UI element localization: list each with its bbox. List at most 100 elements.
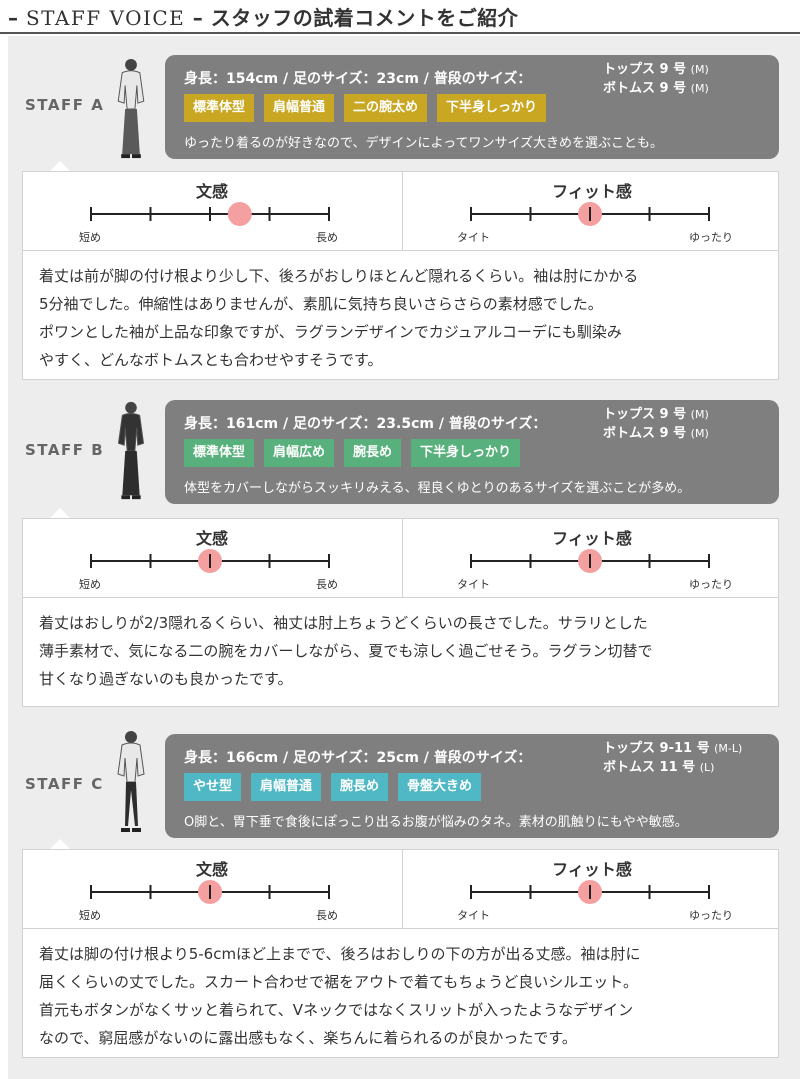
fit-rating-title: フィット感 — [552, 529, 632, 548]
tops-size-row: トップス 9-11 号 (M-L) — [603, 739, 742, 758]
bottoms-size-row: ボトムス 9 号 (M) — [603, 424, 709, 443]
fit-min-label: タイト — [457, 909, 490, 922]
fit-rating-title: フィット感 — [552, 182, 632, 201]
body-type-tags: やせ型肩幅普通腕長め骨盤大きめ — [184, 773, 482, 801]
fit-rating: フィット感タイト ゆったり — [403, 172, 781, 250]
fit-rating: フィット感タイトゆったり — [403, 850, 781, 928]
size-preference-note: ゆったり着るのが好きなので、デザインによってワンサイズ大きめを選ぶことも。 — [184, 136, 664, 151]
bottoms-size-row: ボトムス 11 号 (L) — [603, 758, 742, 777]
body-stats: 身長：166cm / 足のサイズ：25cm / 普段のサイズ： — [184, 750, 532, 766]
fit-scale — [470, 549, 710, 573]
length-scale — [90, 549, 330, 573]
staff-profile-panel: 身長：154cm / 足のサイズ：23cm / 普段のサイズ： トップス 9 号 … — [165, 55, 779, 159]
length-max-label: 長め — [316, 909, 338, 922]
bottoms-label: ボトムス — [603, 426, 656, 441]
staff-profile-panel: 身長：166cm / 足のサイズ：25cm / 普段のサイズ： トップス 9-11… — [165, 734, 779, 838]
body-type-tag: 腕長め — [344, 439, 402, 467]
silhouette-part — [117, 70, 145, 110]
tops-label: トップス — [603, 741, 656, 756]
silhouette-part — [131, 495, 141, 500]
staff-photo — [108, 56, 154, 166]
body-type-tag: 下半身しっかり — [437, 94, 547, 122]
silhouette-part — [121, 495, 131, 500]
silhouette-part — [117, 742, 145, 783]
staff-photo-silhouette — [117, 731, 145, 832]
title-en: STAFF VOICE — [25, 6, 186, 30]
body-stats: 身長：154cm / 足のサイズ：23cm / 普段のサイズ： — [184, 71, 532, 87]
staff-comment-text: 着丈は脚の付け根より5-6cmほど上までで、後ろはおしりの下の方が出る丈感。袖は… — [39, 945, 641, 1047]
body-type-tags: 標準体型肩幅広め腕長め下半身しっかり — [184, 439, 521, 467]
bottoms-size-note: (L) — [699, 761, 715, 774]
rating-divider — [402, 172, 403, 250]
length-max-label: 長め — [316, 231, 338, 244]
bottoms-size-row: ボトムス 9 号 (M) — [603, 79, 709, 98]
body-type-tag: 腕長め — [331, 773, 389, 801]
bottoms-size-note: (M) — [690, 427, 709, 440]
staff-comment-text: 着丈は前が脚の付け根より少し下、後ろがおしりほとんど隠れるくらい。袖は肘にかかる… — [39, 267, 639, 369]
length-min-label: 短め — [79, 231, 101, 244]
fit-min-label: タイト — [457, 231, 490, 244]
bottoms-label: ボトムス — [603, 760, 656, 775]
silhouette-part — [122, 451, 140, 496]
bottoms-size: 9 号 — [659, 81, 687, 96]
silhouette-part — [121, 828, 130, 832]
silhouette-part — [125, 782, 138, 826]
staff-comment-card: 着丈は脚の付け根より5-6cmほど上までで、後ろはおしりの下の方が出る丈感。袖は… — [22, 928, 779, 1058]
silhouette-part — [125, 401, 137, 414]
silhouette-part — [121, 154, 131, 159]
silhouette-part — [117, 412, 145, 452]
staff-label: STAFF B — [25, 441, 105, 459]
usual-sizes: トップス 9 号 (M)ボトムス 9 号 (M) — [603, 405, 709, 443]
body-type-tags: 標準体型肩幅普通二の腕太め下半身しっかり — [184, 94, 547, 122]
fit-max-label: ゆったり — [689, 231, 733, 244]
tops-size: 9 号 — [659, 62, 687, 77]
fit-min-label: タイト — [457, 578, 490, 591]
tops-size-note: (M) — [690, 408, 709, 421]
length-rating: 文感短め長め — [23, 850, 401, 928]
fit-max-label: ゆったり — [689, 909, 733, 922]
tops-size-row: トップス 9 号 (M) — [603, 60, 709, 79]
staff-photo — [108, 728, 154, 840]
tops-size: 9-11 号 — [659, 741, 710, 756]
silhouette-part — [125, 58, 137, 71]
body-type-tag: 二の腕太め — [344, 94, 428, 122]
silhouette-part — [122, 109, 140, 155]
rating-divider — [402, 850, 403, 928]
tops-size-row: トップス 9 号 (M) — [603, 405, 709, 424]
tops-size: 9 号 — [659, 407, 687, 422]
staff-comment-card: 着丈はおしりが2/3隠れるくらい、袖丈は肘上ちょうどくらいの長さでした。サラリと… — [22, 597, 779, 707]
silhouette-part — [131, 154, 141, 159]
bottoms-label: ボトムス — [603, 81, 656, 96]
body-type-tag: 標準体型 — [184, 439, 255, 467]
tops-size-note: (M-L) — [714, 742, 743, 755]
tops-label: トップス — [603, 407, 656, 422]
pointer-triangle — [50, 839, 70, 849]
length-scale — [90, 202, 330, 226]
length-rating-title: 文感 — [195, 529, 228, 548]
rating-divider — [402, 519, 403, 597]
size-preference-note: 体型をカバーしながらスッキリみえる、程良くゆとりのあるサイズを選ぶことが多め。 — [184, 481, 691, 496]
bottoms-size: 11 号 — [659, 760, 696, 775]
fit-rating: フィット感タイトゆったり — [403, 519, 781, 597]
length-min-label: 短め — [79, 578, 101, 591]
body-type-tag: 下半身しっかり — [411, 439, 521, 467]
bottoms-size: 9 号 — [659, 426, 687, 441]
body-type-tag: 肩幅広め — [264, 439, 335, 467]
tops-label: トップス — [603, 62, 656, 77]
length-rating-title: 文感 — [195, 182, 228, 201]
staff-photo-silhouette — [117, 58, 145, 159]
body-stats: 身長：161cm / 足のサイズ：23.5cm / 普段のサイズ： — [184, 416, 547, 432]
body-type-tag: 肩幅普通 — [264, 94, 335, 122]
fit-rating-card: 文感短め長めフィット感タイトゆったり — [22, 518, 779, 598]
length-max-label: 長め — [316, 578, 338, 591]
staff-label: STAFF A — [25, 96, 105, 114]
tops-size-note: (M) — [690, 63, 709, 76]
staff-comment-card: 着丈は前が脚の付け根より少し下、後ろがおしりほとんど隠れるくらい。袖は肘にかかる… — [22, 250, 779, 380]
page-header: – STAFF VOICE – スタッフの試着コメントをご紹介 — [0, 0, 800, 34]
length-rating: 文感短め 長め — [23, 519, 401, 597]
body-type-tag: やせ型 — [184, 773, 242, 801]
staff-photo — [108, 399, 154, 507]
fit-scale — [470, 880, 710, 904]
size-preference-note: O脚と、胃下垂で食後にぽっこり出るお腹が悩みのタネ。素材の肌触りにもやや敏感。 — [184, 815, 688, 830]
length-rating: 文感短め 長め — [23, 172, 401, 250]
